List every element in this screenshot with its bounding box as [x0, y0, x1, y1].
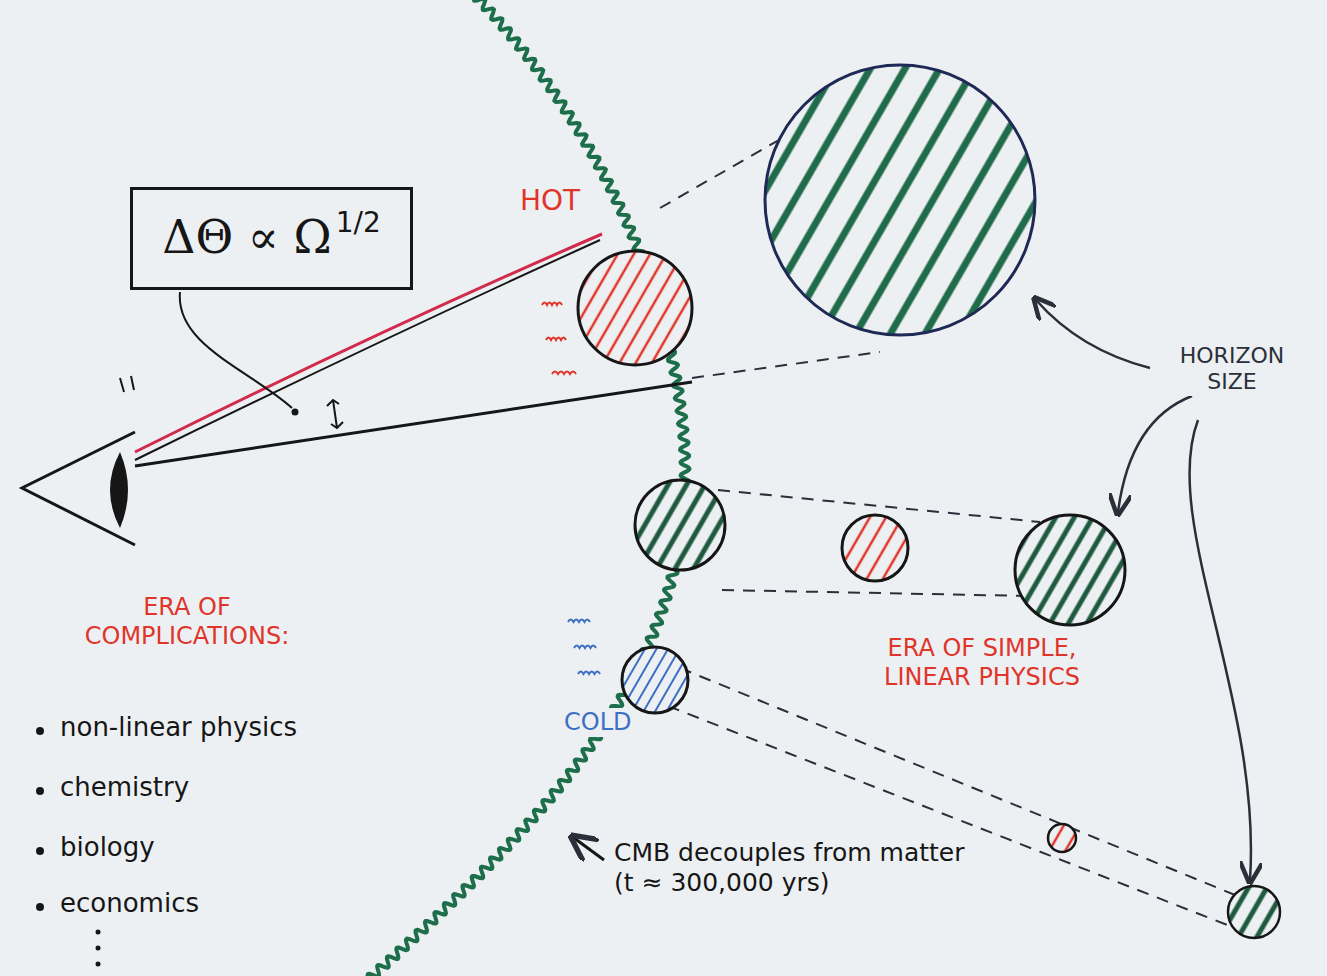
photon-squiggle [574, 646, 596, 649]
horizon-circles [578, 65, 1280, 938]
leader-line [180, 292, 292, 408]
era-heading: ERA OF SIMPLE, LINEAR PHYSICS [860, 634, 1104, 692]
circle-ground [1015, 515, 1125, 625]
cmb-note: CMB decouples from matter (t ≈ 300,000 y… [612, 838, 986, 898]
era-heading: ERA OF COMPLICATIONS: [40, 593, 334, 651]
red-circle [842, 515, 908, 581]
arrow [1036, 300, 1150, 368]
red-circle [1048, 824, 1076, 852]
photon-squiggles [542, 303, 600, 675]
circle-ground [1228, 886, 1280, 938]
green-circle [1015, 515, 1125, 625]
dashed-line [722, 590, 1030, 596]
arrow [1118, 396, 1192, 512]
photon-squiggle [552, 372, 576, 375]
formula-box: ΔΘ ∝ Ω1/2 [130, 187, 413, 290]
bullet [36, 727, 44, 735]
leader-dot [292, 409, 299, 416]
ellipsis-dot [96, 946, 101, 951]
list-item: economics [58, 888, 201, 919]
angle-mark [327, 400, 343, 428]
photon-squiggle [578, 672, 600, 675]
list-item: biology [58, 832, 157, 863]
photon-squiggle [546, 338, 566, 341]
pointer-arrow [574, 838, 604, 860]
circle-ground [622, 647, 688, 713]
dashed-line [692, 352, 880, 378]
bullet [36, 847, 44, 855]
circle-ground [635, 480, 725, 570]
bullet [36, 903, 44, 911]
horizon-size-label: HORIZON SIZE [1160, 343, 1304, 396]
list-item: chemistry [58, 772, 191, 803]
list-item: non-linear physics [58, 712, 299, 743]
sight-line [135, 382, 692, 466]
eyelashes [120, 376, 134, 392]
circle-ground [842, 515, 908, 581]
photon-squiggle [542, 303, 562, 306]
bullet [36, 787, 44, 795]
formula-exponent: 1/2 [336, 206, 381, 239]
green-circle [1228, 886, 1280, 938]
arrow [1189, 420, 1251, 880]
eye-pupil [110, 452, 128, 528]
cold-label: COLD [562, 708, 634, 737]
cmb-surface [368, 0, 690, 976]
formula-text: ΔΘ ∝ Ω [162, 210, 331, 264]
circle-ground [578, 251, 692, 365]
cold-blue-circle [622, 647, 688, 713]
circle-ground [765, 65, 1035, 335]
big-green-circle [765, 65, 1035, 335]
green-circle [635, 480, 725, 570]
eye [22, 432, 135, 545]
photon-squiggle [568, 620, 590, 623]
hot-label: HOT [518, 184, 582, 218]
circle-ground [1048, 824, 1076, 852]
ellipsis-dot [96, 930, 101, 935]
hot-red-circle [578, 251, 692, 365]
ellipsis-dot [96, 962, 101, 967]
